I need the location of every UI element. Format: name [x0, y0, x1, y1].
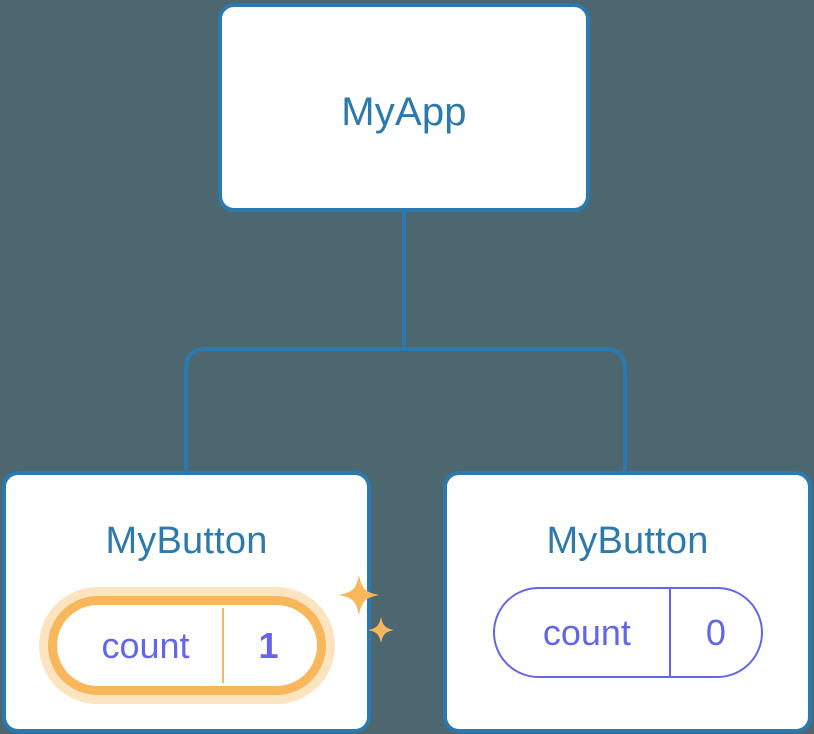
node-mybutton-left-title: MyButton: [105, 520, 268, 562]
edge-to-right-child: [404, 347, 627, 471]
edge-to-left-child: [184, 347, 404, 471]
node-mybutton-left[interactable]: MyButton count 1: [2, 471, 394, 733]
state-key-right: count: [542, 611, 631, 653]
state-pill-right-wrap: count 0: [447, 587, 808, 678]
state-pill-left[interactable]: count 1: [59, 608, 314, 683]
state-value-left: 1: [221, 608, 314, 683]
state-pill-left-wrap: count 1: [6, 575, 394, 704]
node-mybutton-right[interactable]: MyButton count 0: [443, 471, 812, 733]
state-pill-right[interactable]: count 0: [492, 587, 763, 678]
node-mybutton-right-title: MyButton: [546, 520, 709, 562]
node-myapp[interactable]: MyApp: [218, 3, 590, 212]
node-myapp-title: MyApp: [341, 90, 467, 134]
state-key-left: count: [101, 624, 190, 666]
state-value-right: 0: [669, 589, 760, 676]
state-pill-left-glow: count 1: [38, 575, 394, 704]
